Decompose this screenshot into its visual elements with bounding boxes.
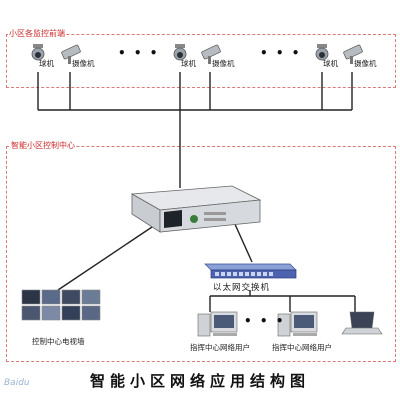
- dome-camera-icon: [31, 44, 45, 61]
- laptop-icon: [341, 311, 383, 335]
- user-pc-icon: [277, 311, 318, 337]
- box-camera-label: 摄像机: [354, 59, 377, 68]
- ethernet-switch-label: 以太网交换机: [213, 283, 271, 293]
- dome-camera-label: 球机: [181, 59, 196, 68]
- diagram-title: 智能小区网络应用结构图: [89, 372, 310, 390]
- camera-ellipsis: • • •: [118, 46, 160, 60]
- dome-camera-icon: [173, 44, 187, 61]
- watermark: Baidu: [4, 378, 30, 388]
- front-end-zone-label: 小区各监控前端: [8, 28, 66, 39]
- user-label: 指挥中心网络用户: [272, 343, 332, 352]
- dome-camera-label: 球机: [323, 59, 338, 68]
- control-center-zone-label: 智能小区控制中心: [10, 140, 76, 151]
- user-label: 指挥中心网络用户: [190, 343, 250, 352]
- box-camera-icon: [61, 44, 81, 64]
- box-camera-icon: [343, 44, 363, 64]
- box-camera-label: 摄像机: [72, 59, 95, 68]
- dome-camera-icon: [315, 44, 329, 61]
- dvr-host-icon: [130, 185, 262, 233]
- control-center-zone: [6, 146, 396, 362]
- monitor-wall-icon: [21, 289, 101, 321]
- user-pc-icon: [197, 311, 238, 337]
- box-camera-label: 摄像机: [212, 59, 235, 68]
- dome-camera-label: 球机: [39, 59, 54, 68]
- box-camera-icon: [201, 44, 221, 64]
- camera-ellipsis: • • •: [260, 46, 302, 60]
- ethernet-switch-icon: [204, 263, 297, 279]
- front-end-zone: [6, 34, 396, 88]
- monitor-wall-label: 控制中心电视墙: [32, 337, 85, 346]
- user-ellipsis: • • •: [244, 314, 286, 328]
